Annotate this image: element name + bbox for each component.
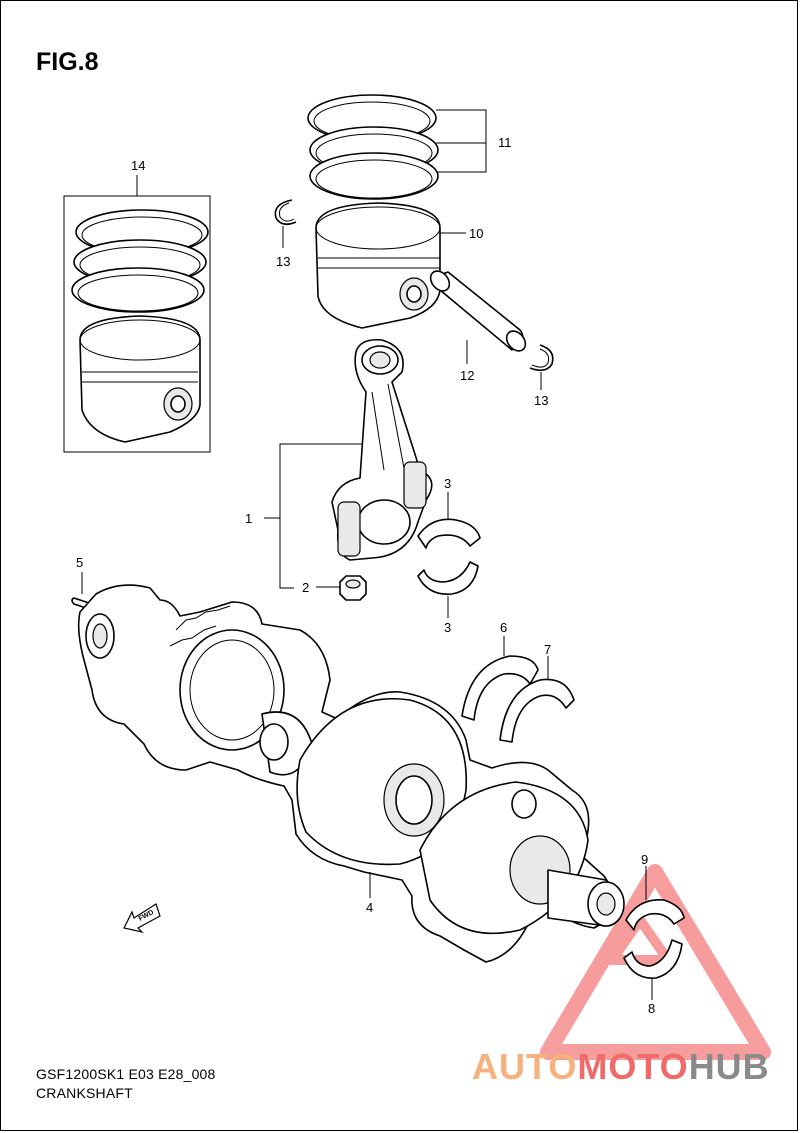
figure-title: FIG.8 (36, 48, 99, 76)
watermark-part-b: MOTO (577, 1046, 689, 1087)
callout-3-upper: 3 (444, 476, 451, 491)
callout-9: 9 (641, 852, 648, 867)
circlip-right (529, 344, 554, 390)
crank-bearing-7 (499, 656, 575, 743)
piston-set-rings (71, 209, 209, 313)
callout-12: 12 (460, 368, 474, 383)
callout-10: 10 (469, 226, 483, 241)
piston (315, 202, 466, 329)
callout-6: 6 (500, 620, 507, 635)
piston-rings (307, 94, 487, 200)
rod-bracket (264, 443, 362, 589)
fwd-arrow-icon: FWD (123, 903, 161, 934)
crank-bearing-6 (461, 636, 539, 721)
callout-11: 11 (498, 135, 512, 150)
callout-1: 1 (245, 511, 252, 526)
callout-5: 5 (76, 555, 83, 570)
watermark-logo: AUTOMOTOHUB (472, 1046, 770, 1088)
rod-bearing-lower (417, 561, 479, 618)
piston-set-piston (79, 315, 201, 443)
callout-13-left: 13 (276, 254, 290, 269)
callout-2: 2 (302, 580, 309, 595)
main-bearing-8 (623, 939, 683, 1000)
main-bearing-9 (625, 866, 685, 931)
connecting-rod (331, 338, 433, 561)
crankshaft (77, 584, 625, 963)
watermark-part-c: HUB (688, 1046, 770, 1087)
piston-set-box (63, 175, 211, 453)
section-name: CRANKSHAFT (36, 1085, 133, 1101)
model-code: GSF1200SK1 E03 E28_008 (36, 1066, 216, 1082)
callout-14: 14 (131, 158, 145, 173)
piston-pin (429, 270, 527, 364)
rod-nut (316, 575, 367, 601)
watermark-part-a: AUTO (472, 1046, 578, 1087)
watermark-triangle (540, 864, 771, 1060)
callout-13-right: 13 (534, 393, 548, 408)
rod-bearing-upper (417, 492, 481, 549)
callout-8: 8 (648, 1001, 655, 1016)
callout-7: 7 (544, 642, 551, 657)
callout-4: 4 (366, 900, 373, 915)
circlip-left (274, 199, 297, 248)
callout-3-lower: 3 (444, 620, 451, 635)
